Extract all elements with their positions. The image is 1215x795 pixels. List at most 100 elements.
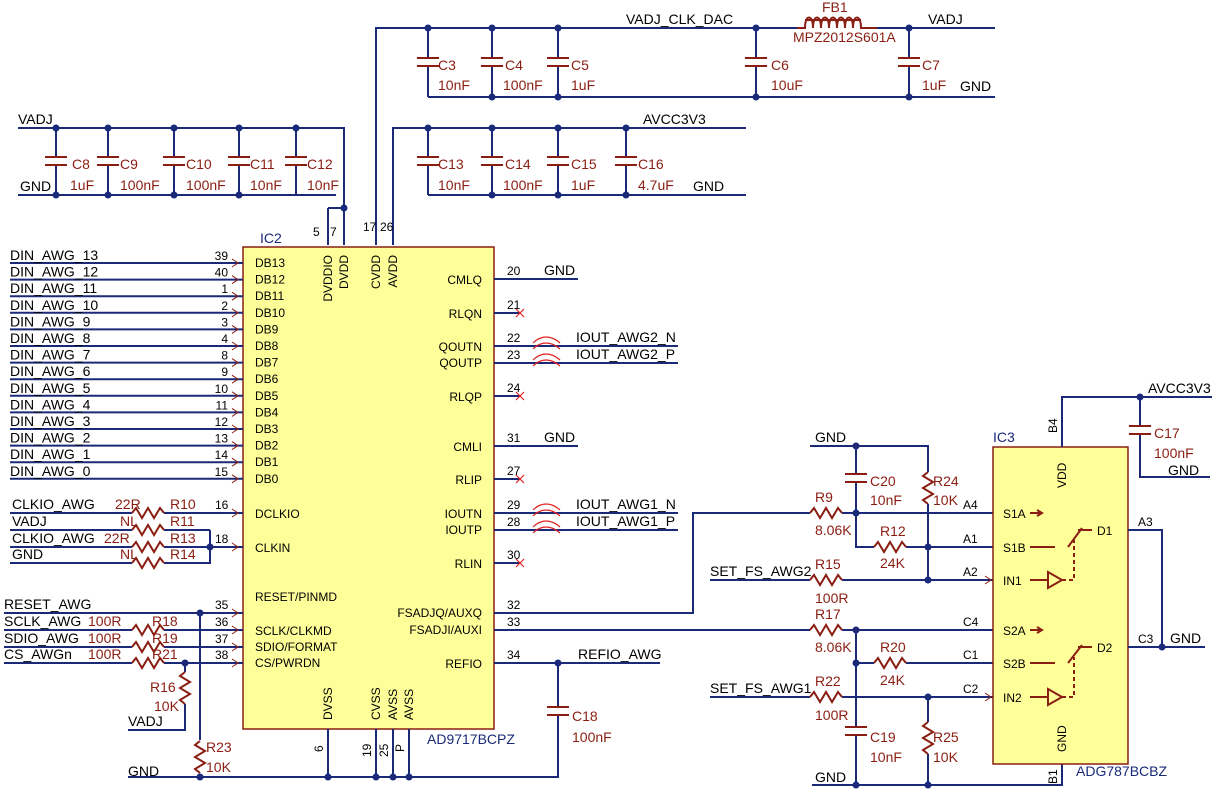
net-setfs1: SET_FS_AWG1: [710, 680, 812, 696]
din-pin-number: 10: [215, 382, 229, 396]
net-iout2n: IOUT_AWG2_N: [576, 329, 676, 345]
db-pin-label: DB11: [255, 289, 284, 303]
pin-num-27: 27: [507, 464, 521, 478]
din-pin-number: 39: [215, 249, 229, 263]
db-pin-label: DB9: [255, 322, 279, 336]
c17-ref: C17: [1154, 425, 1180, 441]
r23-ref: R23: [206, 739, 232, 755]
r15-value: 100R: [815, 590, 848, 606]
pin-num-6: 6: [312, 745, 326, 752]
pin-cs: CS/PWRDN: [255, 656, 320, 670]
r23-resistor: [194, 740, 206, 774]
net-gnd-top: GND: [960, 78, 991, 94]
c13-ref: C13: [438, 156, 464, 172]
r12-value: 24K: [880, 555, 906, 571]
net-vadj-r16: VADJ: [128, 713, 163, 729]
c7-capacitor: [897, 57, 921, 67]
net-gnd-cmlq: GND: [544, 262, 575, 278]
net-avcc-ic3: AVCC3V3: [1148, 380, 1211, 396]
c15-capacitor: [546, 156, 570, 166]
din-pin-arrow: [231, 391, 239, 401]
c11-capacitor: [227, 156, 251, 166]
pin-rlip: RLIP: [455, 473, 482, 487]
din-net-label: DIN_AWG_0: [10, 463, 91, 479]
din-pin-arrow: [231, 258, 239, 268]
net-clkio: CLKIO_AWG: [12, 496, 95, 512]
din-pin-number: 9: [221, 365, 228, 379]
r25-resistor: [922, 721, 934, 755]
c18-capacitor: [546, 706, 570, 716]
pin-num-22: 22: [507, 331, 521, 345]
c15-ref: C15: [571, 156, 597, 172]
c12-capacitor: [284, 156, 308, 166]
pin-num-29: 29: [507, 498, 521, 512]
r23-value: 10K: [206, 759, 232, 775]
r20-ref: R20: [880, 639, 906, 655]
pin-num-32: 32: [507, 598, 521, 612]
c19-capacitor: [844, 726, 868, 736]
din-pin-arrow: [231, 407, 239, 417]
r19-ref: R19: [152, 630, 178, 646]
pin-num-35: 35: [215, 598, 229, 612]
din-pin-number: 12: [215, 415, 229, 429]
db-pin-label: DB6: [255, 372, 279, 386]
pin-rlqp: RLQP: [449, 390, 482, 404]
r13-ref: R13: [170, 530, 196, 546]
pin-fsadjq: FSADJQ/AUXQ: [397, 606, 482, 620]
ic3-pin-in2: IN2: [1003, 691, 1022, 705]
pin-avss-25: AVSS: [386, 689, 400, 720]
pin-qoutp: QOUTP: [439, 356, 482, 370]
ic3-pin-vdd: VDD: [1055, 462, 1069, 488]
avcc-rail: [392, 124, 746, 245]
pin-rlin: RLIN: [455, 557, 482, 571]
din-pin-arrow: [231, 424, 239, 434]
pin-num-38: 38: [215, 648, 229, 662]
pin-num-31: 31: [507, 431, 521, 445]
r10-ref: R10: [170, 496, 196, 512]
ic2-bottom-pins: DVSS CVSS AVSS AVSS 6 19 25 P: [312, 687, 416, 777]
din-pin-number: 14: [215, 448, 229, 462]
r25-value: 10K: [933, 749, 959, 765]
c13-value: 10nF: [438, 177, 470, 193]
c6-ref: C6: [771, 57, 789, 73]
c10-capacitor: [162, 156, 186, 166]
c18-value: 100nF: [572, 729, 612, 745]
din-pin-arrow: [231, 457, 239, 467]
din-pin-number: 2: [221, 299, 228, 313]
pin-reset: RESET/PINMD: [255, 590, 337, 604]
c17-value: 100nF: [1154, 445, 1194, 461]
pin-refio: REFIO: [445, 657, 482, 671]
ic3-num-b4: B4: [1046, 418, 1060, 433]
fb1-ref: FB1: [822, 0, 848, 15]
r9-value: 8.06K: [815, 522, 852, 538]
r20-value: 24K: [880, 672, 906, 688]
pin-num-37: 37: [215, 632, 229, 646]
fsadj-network: [710, 442, 1063, 789]
ic3-num-b1: B1: [1046, 769, 1060, 784]
c3-ref: C3: [438, 57, 456, 73]
pin-num-30: 30: [507, 548, 521, 562]
pin-cvss: CVSS: [369, 687, 383, 720]
c3-value: 10nF: [438, 77, 470, 93]
net-gnd-c17: GND: [1168, 462, 1199, 478]
net-iout1p: IOUT_AWG1_P: [576, 513, 675, 529]
din-net-label: DIN_AWG_8: [10, 330, 91, 346]
din-pin-arrow: [231, 275, 239, 285]
db-pin-label: DB10: [255, 306, 285, 320]
c15-value: 1uF: [571, 177, 595, 193]
ic3-pin-d1: D1: [1097, 524, 1113, 538]
c12-value: 10nF: [307, 177, 339, 193]
din-pin-number: 13: [215, 432, 229, 446]
ic3-num-c3: C3: [1138, 632, 1154, 646]
pin-clkin: CLKIN: [255, 541, 290, 555]
db-pin-label: DB7: [255, 356, 279, 370]
pin-qoutn: QOUTN: [439, 340, 482, 354]
ic3-pin-s1a: S1A: [1003, 507, 1026, 521]
fb1-value: MPZ2012S601A: [793, 29, 896, 45]
din-pin-arrow: [231, 374, 239, 384]
r13-value: 22R: [104, 530, 130, 546]
pin-sclk: SCLK/CLKMD: [255, 624, 332, 638]
